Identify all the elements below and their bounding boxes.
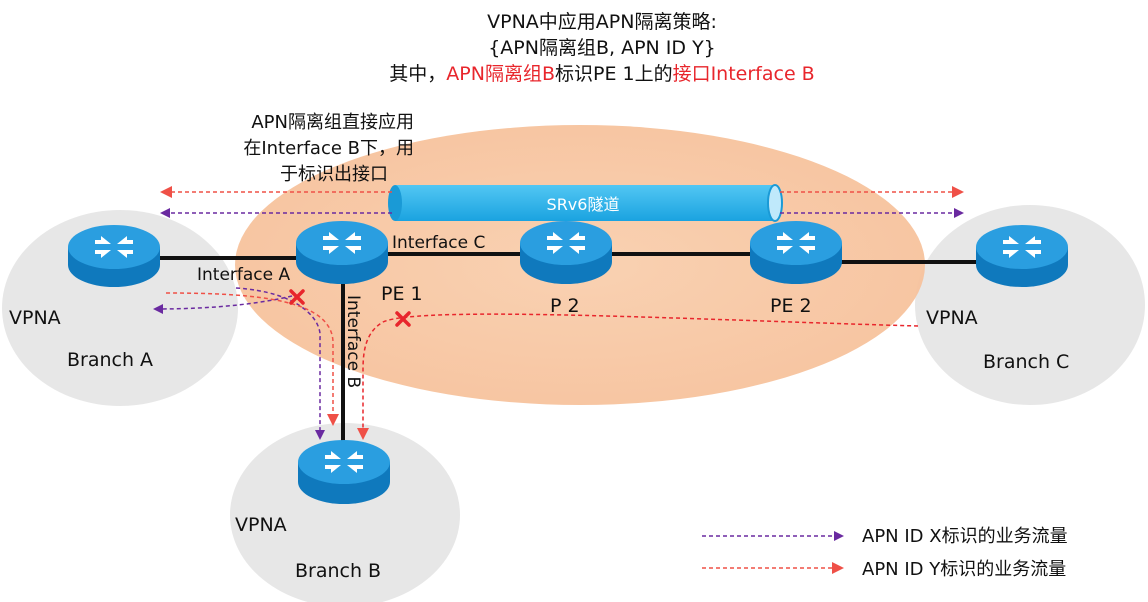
y-flow-from-branch-c: [357, 313, 919, 440]
policy-line-1: VPNA中应用APN隔离策略:: [487, 11, 717, 33]
router-arrows-icon: [547, 232, 585, 254]
branch-c-area: [915, 205, 1145, 405]
annotation-line-3: 于标识出接口: [280, 164, 388, 185]
pe1-label: PE 1: [381, 283, 423, 305]
p2-label: P 2: [550, 295, 580, 317]
branch-a-name: Branch A: [67, 349, 153, 371]
srv6-tunnel: SRv6隧道: [388, 184, 783, 222]
blocked-x-icon: [395, 311, 411, 327]
router-pe2: [750, 221, 842, 284]
policy-line-3-mid: 标识PE 1上的: [555, 63, 673, 85]
annotation-text: APN隔离组直接应用 在Interface B下，用 于标识出接口: [243, 112, 414, 185]
policy-line-3: 其中，APN隔离组B标识PE 1上的接口Interface B: [389, 63, 814, 85]
branch-c-vpn-label: VPNA: [926, 307, 978, 329]
legend-y-label: APN ID Y标识的业务流量: [862, 559, 1066, 580]
tunnel-label: SRv6隧道: [547, 195, 620, 214]
pe2-label: PE 2: [770, 295, 812, 317]
annotation-line-2: 在Interface B下，用: [243, 138, 414, 159]
router-branch-c: [976, 225, 1068, 287]
router-arrows-icon: [95, 236, 133, 258]
router-p2: [520, 221, 612, 284]
branch-a-vpn-label: VPNA: [9, 307, 61, 329]
interface-c-label: Interface C: [392, 233, 485, 253]
interface-b-label: Interface B: [343, 295, 363, 388]
annotation-line-1: APN隔离组直接应用: [251, 112, 414, 133]
policy-line-3-red1: APN隔离组B: [446, 63, 555, 85]
legend-x-label: APN ID X标识的业务流量: [862, 526, 1068, 547]
router-branch-a: [68, 225, 160, 287]
labels: Interface C Interface A Interface B PE 1…: [9, 233, 1069, 582]
policy-line-3-prefix: 其中，: [389, 63, 446, 85]
policy-text: VPNA中应用APN隔离策略: {APN隔离组B, APN ID Y} 其中，A…: [389, 11, 814, 85]
block-marks: [289, 289, 411, 327]
router-arrows-icon: [777, 232, 815, 254]
x-flow-to-branch-a: [153, 295, 293, 314]
blocked-x-icon: [289, 289, 305, 305]
policy-line-3-red2: 接口Interface B: [673, 63, 815, 85]
branch-b-area: [230, 423, 460, 602]
router-arrows-icon: [1003, 236, 1041, 258]
branch-b-vpn-label: VPNA: [235, 514, 287, 536]
router-arrows-icon: [323, 232, 361, 254]
router-arrows-icon: [325, 451, 363, 473]
policy-line-2: {APN隔离组B, APN ID Y}: [488, 37, 716, 59]
branch-c-name: Branch C: [983, 351, 1069, 373]
interface-a-label: Interface A: [197, 265, 291, 285]
legend: APN ID X标识的业务流量 APN ID Y标识的业务流量: [702, 526, 1068, 580]
x-flow-to-branch-b: [235, 287, 325, 440]
router-branch-b: [298, 440, 390, 504]
links: [158, 252, 980, 450]
tunnel-traffic: [160, 186, 964, 218]
branch-b-name: Branch B: [295, 560, 381, 582]
router-pe1: [296, 221, 388, 284]
